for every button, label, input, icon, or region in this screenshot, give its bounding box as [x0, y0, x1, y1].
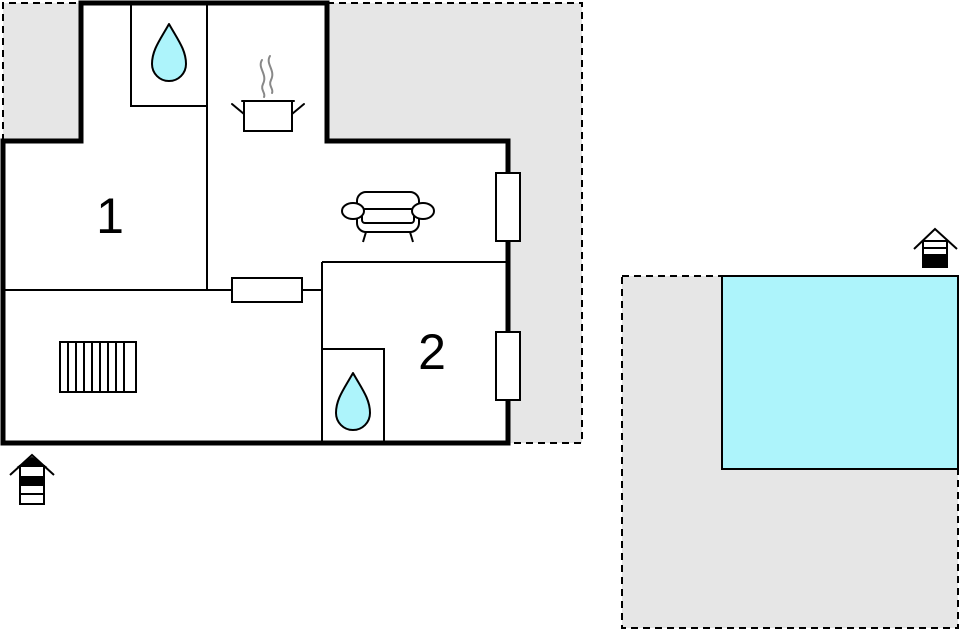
room-2-label: 2: [418, 324, 446, 380]
room-1-label: 1: [96, 188, 124, 244]
cooking-pot-icon: [231, 55, 305, 132]
terrace-left-outdoor-area: [2, 2, 81, 141]
interior-door: [231, 277, 303, 303]
exterior-walls: [0, 0, 511, 446]
water-drop-icon: [151, 23, 187, 82]
water-drop-icon: [335, 372, 371, 431]
interior-walls: [3, 3, 508, 443]
stairs-icon: [59, 341, 137, 393]
window-east-upper: [495, 172, 521, 242]
entrance-house-icon: [9, 453, 55, 505]
swimming-pool: [721, 275, 959, 470]
house-floor: [3, 3, 508, 443]
sofa-icon: [341, 191, 435, 243]
pool-entrance-house-icon: [913, 227, 958, 268]
window-east-lower: [495, 331, 521, 401]
